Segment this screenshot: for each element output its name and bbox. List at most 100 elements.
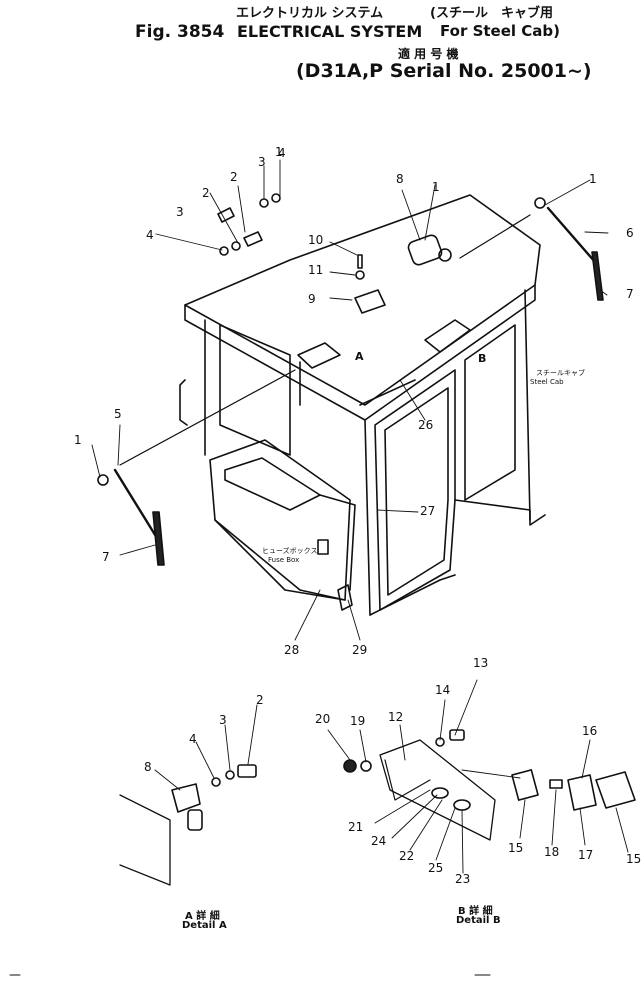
callout-detail-b-24: 24 <box>371 834 387 848</box>
callout-detail-b-20: 20 <box>315 712 331 726</box>
callout-detail-b-17: 17 <box>578 848 594 862</box>
bolt-2-top <box>243 231 263 247</box>
callout-main-21: 29 <box>352 643 368 657</box>
console-lower <box>214 519 346 601</box>
roof-switch-box <box>424 319 471 353</box>
roof-wiper-motor-cap <box>438 248 452 262</box>
detail-a-panel <box>119 794 171 886</box>
right-wiper-cap <box>534 197 546 209</box>
detail-a-motor <box>171 783 201 813</box>
detail-b-relay-15 <box>511 769 539 801</box>
console-body <box>209 439 351 601</box>
cab-right-door-inner <box>384 387 449 596</box>
variant-english: For Steel Cab) <box>440 22 560 40</box>
variant-japanese: (スチール キャブ用 <box>430 6 553 21</box>
cab-floor <box>369 574 456 616</box>
fuse-box-note-en: Fuse Box <box>268 556 300 564</box>
callout-main-2: 2 <box>230 170 238 184</box>
callout-main-4: 4 <box>278 146 286 160</box>
callout-detail-b-21: 21 <box>348 820 364 834</box>
callout-main-10: 6 <box>626 226 634 240</box>
callout-main-18: 26 <box>418 418 434 432</box>
right-wiper-blade <box>591 251 604 301</box>
detail-b-plug-18 <box>549 779 563 789</box>
detail-b-bracket <box>384 759 431 801</box>
rear-wiper-link <box>459 214 531 259</box>
detail-b-box-15 <box>595 771 636 809</box>
cab-center-pillar <box>364 419 371 616</box>
figure-number: Fig. 3854 <box>135 22 225 42</box>
cab-rear-window <box>464 324 516 501</box>
callout-main-7: 4 <box>146 228 154 242</box>
detail-a-bolt <box>237 764 257 778</box>
steel-cab-note-en: Steel Cab <box>530 378 564 386</box>
left-wiper-arm <box>113 468 159 540</box>
title-english: ELECTRICAL SYSTEM <box>237 22 423 41</box>
callout-main-13: 9 <box>308 292 316 306</box>
callout-main-5: 2 <box>202 186 210 200</box>
serial-number: (D31A,P Serial No. 25001~) <box>296 60 592 82</box>
callout-detail-b-22: 22 <box>399 849 415 863</box>
callout-detail-b-15a: 15 <box>508 841 524 855</box>
fuse-box-note-jp: ヒューズボックス <box>262 547 318 555</box>
bracket-9 <box>354 289 386 314</box>
detail-b-washer-19 <box>360 760 372 772</box>
console-side <box>319 494 356 591</box>
cab-roof <box>184 194 541 406</box>
callout-detail-a-3: 3 <box>219 713 227 727</box>
callout-main-19: 27 <box>420 504 436 518</box>
detail-a-motor-shaft <box>187 809 203 831</box>
detail-b-caption-jp: B 詳 細 <box>458 906 493 917</box>
callout-detail-b-19: 19 <box>350 714 366 728</box>
part-29-connector <box>337 584 353 611</box>
wiper-link-wire <box>119 369 296 466</box>
detail-b-plate <box>379 739 496 841</box>
washer-3-top <box>231 241 241 251</box>
callout-main-20: 28 <box>284 643 300 657</box>
title-japanese: エレクトリカル システム <box>236 6 384 21</box>
detail-b-knob-25 <box>453 799 471 811</box>
washer-4-upper <box>271 193 281 203</box>
detail-b-connector-16 <box>567 774 597 811</box>
callout-detail-b-14: 14 <box>435 683 451 697</box>
detail-a-reference: A <box>355 350 364 363</box>
callout-main-17: 7 <box>102 550 110 564</box>
washer-11 <box>355 270 365 280</box>
detail-a-washer-3 <box>225 770 235 780</box>
callout-detail-b-18: 18 <box>544 845 560 859</box>
steel-cab-note-jp: スチールキャブ <box>536 369 585 377</box>
detail-b-nut-20 <box>343 759 357 773</box>
front-switch-box <box>297 342 341 369</box>
cab-right-door <box>374 369 456 611</box>
roof-beam <box>359 379 416 406</box>
bolt-2-upper <box>217 207 235 223</box>
detail-b-caption-en: Detail B <box>456 915 501 926</box>
callout-main-9: 1 <box>432 180 440 194</box>
detail-a-caption-en: Detail A <box>182 920 227 931</box>
callout-detail-b-23: 23 <box>455 872 471 886</box>
callout-main-3: 3 <box>258 155 266 169</box>
cab-rear-base <box>454 499 546 526</box>
callout-main-1b: 1 <box>589 172 597 186</box>
washer-4-top <box>219 246 229 256</box>
callout-detail-a-2: 2 <box>256 693 264 707</box>
callout-main-16: 1 <box>74 433 82 447</box>
detail-b-switch-22 <box>431 787 449 799</box>
callout-detail-b-15b: 15 <box>626 852 642 866</box>
callout-detail-b-12: 12 <box>388 710 404 724</box>
callout-main-15: 5 <box>114 407 122 421</box>
callout-detail-b-13: 13 <box>473 656 489 670</box>
right-wiper-arm <box>546 206 597 264</box>
cab-left-window <box>219 324 291 456</box>
detail-a-washer-4 <box>211 777 221 787</box>
detail-a-caption-jp: A 詳 細 <box>185 911 220 922</box>
console-top <box>224 457 321 511</box>
callout-main-1: 1 <box>275 145 283 159</box>
left-wiper-cap <box>97 474 109 486</box>
detail-b-reference: B <box>478 352 487 365</box>
screw-10 <box>357 254 363 269</box>
cab-right-pillar <box>524 289 531 521</box>
callout-detail-b-25: 25 <box>428 861 444 875</box>
callout-main-11: 10 <box>308 233 324 247</box>
